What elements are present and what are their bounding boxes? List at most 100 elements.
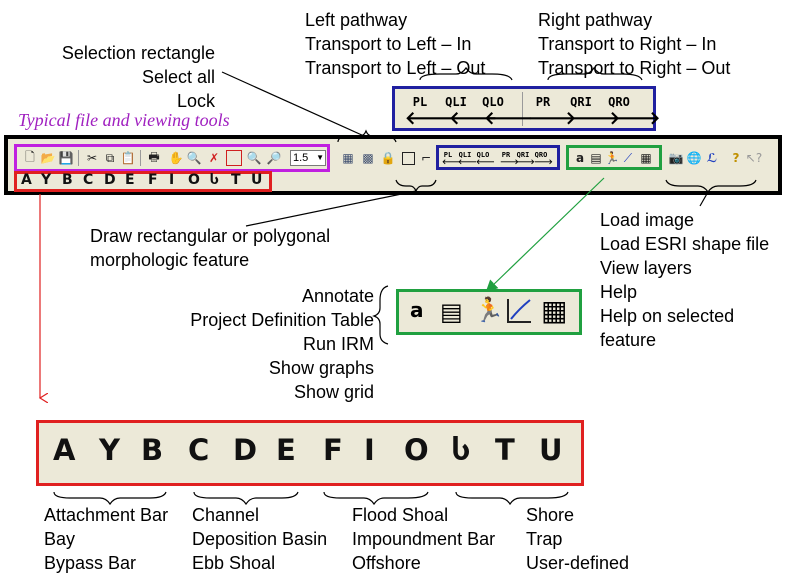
paste-icon[interactable]: 📋 xyxy=(120,151,136,165)
show-graphs-zoom-icon xyxy=(507,299,531,323)
zoom-cancel-icon[interactable]: ✗ xyxy=(208,151,220,165)
features-group-3: Flood Shoal Impoundment Bar Offshore xyxy=(352,503,495,575)
big-key-4: D xyxy=(233,433,258,467)
zoom-level-select[interactable]: 1.5 ▼ xyxy=(290,150,326,166)
small-key-7[interactable]: I xyxy=(169,172,175,188)
small-key-8[interactable]: O xyxy=(188,172,200,188)
qli-arrow-icon: 🡐 xyxy=(449,108,498,129)
feature-label-bypass-bar: Bypass Bar xyxy=(44,553,137,573)
feature-label-channel: Channel xyxy=(192,505,260,525)
help-icon[interactable]: ? xyxy=(732,151,740,165)
feature-label-ebb-shoal: Ebb Shoal xyxy=(192,553,276,573)
big-key-10: T xyxy=(495,433,515,467)
zoom-box-icon[interactable] xyxy=(226,150,242,166)
right-pathway-label-2: Transport to Right – Out xyxy=(538,58,731,78)
small-key-10[interactable]: T xyxy=(231,172,241,188)
zoom-icon[interactable]: 🔍 xyxy=(186,151,202,165)
mini-pl-button[interactable]: PL🡐 xyxy=(442,151,461,166)
select-all-icon[interactable]: ▩ xyxy=(362,151,374,165)
feature-label-trap: Trap xyxy=(526,529,563,549)
copy-icon[interactable]: ⧉ xyxy=(105,150,115,165)
features-group-2: Channel Deposition Basin Ebb Shoal xyxy=(192,503,327,575)
feature-label-user-defined: User-defined xyxy=(526,553,630,573)
draw-rectangle-icon[interactable] xyxy=(400,150,416,166)
mini-qli-button[interactable]: QLI🡐 xyxy=(458,151,477,166)
left-pathway-labels: Left pathway Transport to Left – In Tran… xyxy=(305,8,485,80)
selection-label-0: Selection rectangle xyxy=(61,43,215,63)
qro-code: QRO xyxy=(608,95,630,109)
small-key-9[interactable]: Ⴑ xyxy=(210,172,219,188)
analysis-zoom-box xyxy=(396,289,582,335)
selection-labels: Selection rectangle Select all Lock xyxy=(62,41,215,113)
show-grid-icon[interactable]: ▦ xyxy=(640,151,652,165)
analysis-label-0: Annotate xyxy=(301,286,374,306)
load-tools-label-1: Load ESRI shape file xyxy=(600,234,770,254)
small-key-2[interactable]: B xyxy=(62,172,73,188)
save-icon[interactable]: 💾 xyxy=(58,151,74,165)
run-irm-icon[interactable]: 🏃 xyxy=(604,151,620,165)
project-table-zoom-icon: ▤ xyxy=(440,298,463,326)
small-key-3[interactable]: C xyxy=(83,172,94,188)
small-key-1[interactable]: Y xyxy=(41,172,52,188)
big-key-1: Y xyxy=(99,433,120,467)
big-key-3: C xyxy=(188,433,210,467)
mini-pr-button[interactable]: PR🡒 xyxy=(500,151,519,166)
feature-label-flood-shoal: Flood Shoal xyxy=(352,505,449,525)
analysis-brace xyxy=(372,285,389,345)
print-icon[interactable]: 🖶 xyxy=(148,149,160,164)
zoom-in-icon[interactable]: 🔍 xyxy=(246,151,262,165)
big-key-8: O xyxy=(404,433,429,467)
pan-hand-icon[interactable]: ✋ xyxy=(168,151,184,165)
annotate-icon[interactable]: a xyxy=(575,151,585,165)
project-table-icon[interactable]: ▤ xyxy=(590,151,602,165)
load-tools-labels: Load image Load ESRI shape file View lay… xyxy=(600,208,769,352)
annotate-zoom-icon: a xyxy=(410,298,424,322)
feature-keys-frame xyxy=(14,171,272,192)
qlo-arrow-icon: 🡐 xyxy=(484,108,533,129)
open-folder-icon[interactable]: 📂 xyxy=(40,151,56,165)
mini-qlo-button[interactable]: QLO🡐 xyxy=(476,151,495,166)
big-key-7: I xyxy=(364,433,375,467)
cut-icon[interactable]: ✂ xyxy=(86,151,98,165)
small-key-6[interactable]: F xyxy=(148,172,158,188)
lock-icon[interactable]: 🔒 xyxy=(380,151,396,165)
chevron-down-icon: ▼ xyxy=(316,153,324,162)
qri-arrow-icon: 🡒 xyxy=(572,108,621,129)
right-pathway-labels: Right pathway Transport to Right – In Tr… xyxy=(538,8,730,80)
analysis-label-1: Project Definition Table xyxy=(190,310,374,330)
big-key-0: A xyxy=(53,433,76,467)
analysis-tools-frame xyxy=(566,145,662,170)
right-pathway-label-0: Right pathway xyxy=(538,10,653,30)
mini-qri-button[interactable]: QRI🡒 xyxy=(516,151,535,166)
feature-label-attachment-bar: Attachment Bar xyxy=(44,505,169,525)
big-key-9: Ⴑ xyxy=(452,433,470,467)
small-key-0[interactable]: A xyxy=(21,172,32,188)
view-layers-icon[interactable]: ℒ xyxy=(706,151,718,165)
toolbar-separator xyxy=(78,150,79,166)
features-group-1: Attachment Bar Bay Bypass Bar xyxy=(44,503,168,575)
pathway-zoom-separator xyxy=(522,92,523,126)
pathway-zoom-box xyxy=(392,86,656,131)
feature-label-shore: Shore xyxy=(526,505,575,525)
file-view-tools-frame xyxy=(14,144,330,172)
selection-rectangle-icon[interactable]: ▦ xyxy=(342,151,354,165)
small-key-11[interactable]: U xyxy=(251,172,263,188)
zoom-out-icon[interactable]: 🔎 xyxy=(266,151,282,165)
toolbar-separator xyxy=(140,150,141,166)
feature-keys-zoom-box xyxy=(36,420,584,486)
load-image-icon[interactable]: 📷 xyxy=(668,151,684,165)
pr-code: PR xyxy=(535,95,551,109)
show-graphs-icon[interactable]: ⟋ xyxy=(623,150,633,165)
small-key-5[interactable]: E xyxy=(125,172,135,188)
draw-polygon-icon[interactable]: ⌐ xyxy=(420,151,432,165)
pl-arrow-icon: 🡐 xyxy=(405,108,454,129)
pathway-tools-frame xyxy=(436,145,560,170)
mini-qro-button[interactable]: QRO🡒 xyxy=(534,151,553,166)
big-key-2: B xyxy=(141,433,164,467)
small-key-4[interactable]: D xyxy=(104,172,116,188)
new-file-icon[interactable]: 🗋 xyxy=(25,149,35,164)
analysis-label-2: Run IRM xyxy=(302,334,374,354)
feature-label-bay: Bay xyxy=(44,529,76,549)
load-shape-file-icon[interactable]: 🌐 xyxy=(686,151,702,165)
help-selected-icon[interactable]: ↖? xyxy=(745,151,763,165)
